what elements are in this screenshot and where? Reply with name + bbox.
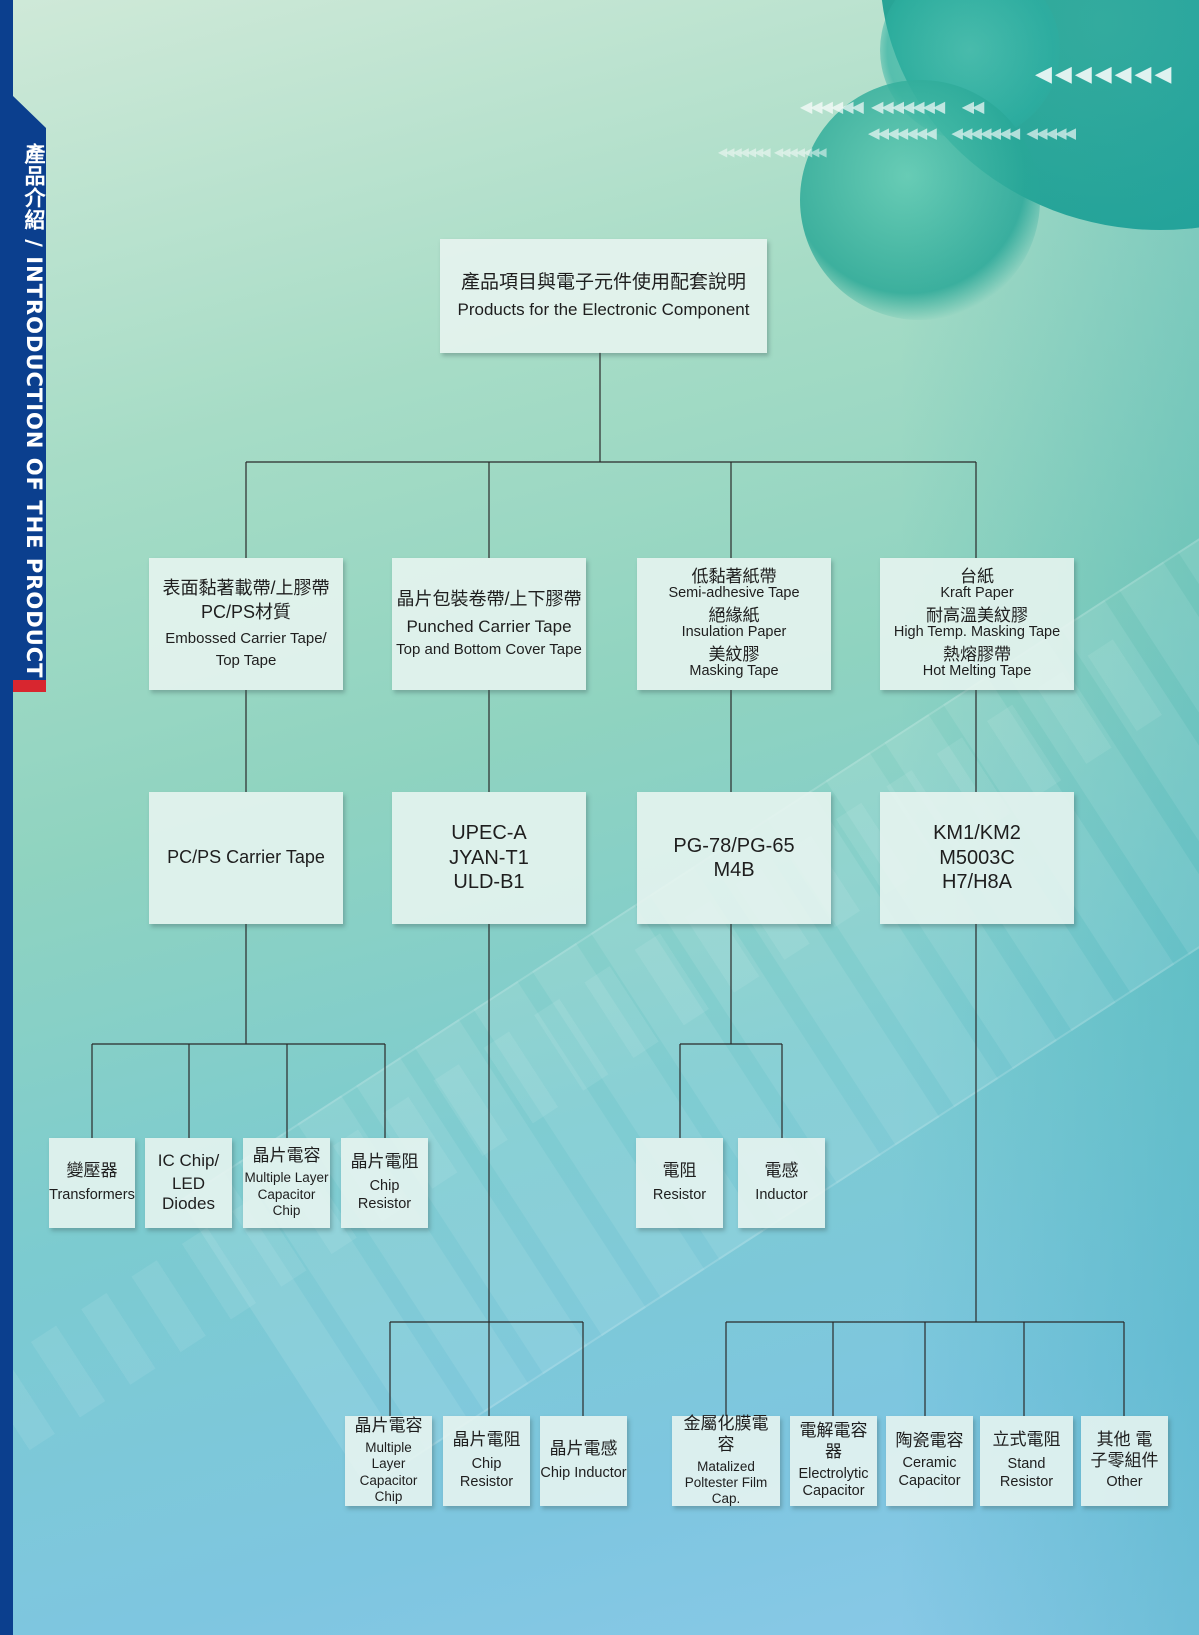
category-node-punched: 晶片包裝卷帶/上下膠帶 Punched Carrier Tape Top and…	[392, 558, 586, 690]
side-band	[0, 0, 13, 1635]
category-line: Kraft Paper	[940, 585, 1014, 602]
application-zh: 變壓器	[66, 1161, 118, 1181]
application-node: 晶片電阻 Chip Resistor	[443, 1416, 530, 1506]
application-zh: 電感	[764, 1161, 799, 1181]
application-en: Matalized Poltester Film Cap.	[684, 1458, 768, 1507]
application-en: Other	[1106, 1474, 1143, 1491]
model-node-km: KM1/KM2 M5003C H7/H8A	[880, 792, 1074, 924]
model-name: H7/H8A	[941, 871, 1013, 894]
application-node: 電解電容器 Electrolytic Capacitor	[790, 1416, 877, 1506]
application-node: 晶片電容 Multiple Layer Capacitor Chip	[345, 1416, 432, 1506]
application-node: 晶片電容 Multiple Layer Capacitor Chip	[243, 1138, 330, 1228]
application-zh: 晶片電阻	[452, 1430, 521, 1450]
application-en: Chip Resistor	[357, 1178, 412, 1212]
category-line: 台紙	[960, 566, 994, 586]
category-line: Embossed Carrier Tape/	[165, 629, 327, 647]
category-line: 美紋膠	[708, 645, 760, 664]
model-name: ULD-B1	[453, 871, 525, 894]
model-node-pg: PG-78/PG-65 M4B	[637, 792, 831, 924]
category-line: Hot Melting Tape	[922, 663, 1032, 680]
application-en: Multiple Layer Capacitor Chip	[244, 1170, 329, 1219]
side-accent	[13, 680, 46, 692]
application-node: 晶片電阻 Chip Resistor	[341, 1138, 428, 1228]
category-line: High Temp. Masking Tape	[893, 624, 1061, 641]
application-en: Electrolytic Capacitor	[798, 1465, 869, 1500]
application-node: 立式電阻 Stand Resistor	[980, 1416, 1073, 1506]
application-en: Resistor	[652, 1187, 707, 1204]
application-zh: 立式電阻	[992, 1430, 1061, 1450]
application-zh: 晶片電阻	[350, 1152, 419, 1172]
application-en: Ceramic Capacitor	[898, 1455, 961, 1489]
application-node: IC Chip/ LED Diodes	[145, 1138, 232, 1228]
model-name: JYAN-T1	[449, 846, 529, 869]
model-name: KM1/KM2	[933, 822, 1021, 845]
category-line: Insulation Paper	[681, 624, 787, 641]
section-title: 產品介紹 / INTRODUCTION OF THE PRODUCT	[22, 143, 46, 679]
category-line: 低黏著紙帶	[691, 566, 777, 586]
category-line: 熱熔膠帶	[943, 645, 1011, 664]
model-name: M5003C	[939, 846, 1015, 869]
model-name: PC/PS Carrier Tape	[167, 847, 325, 868]
application-node: 電感 Inductor	[738, 1138, 825, 1228]
application-en: Inductor	[755, 1187, 808, 1204]
model-node-pcps: PC/PS Carrier Tape	[149, 792, 343, 924]
application-en: LED Diodes	[162, 1173, 215, 1214]
application-en: Multiple Layer Capacitor Chip	[359, 1439, 418, 1505]
side-tab	[13, 96, 46, 692]
application-zh: 電解電容器	[799, 1421, 868, 1461]
category-node-semi-adhesive: 低黏著紙帶 Semi-adhesive Tape 絕緣紙 Insulation …	[637, 558, 831, 690]
application-zh: 電阻	[662, 1161, 697, 1181]
root-title-zh: 產品項目與電子元件使用配套說明	[460, 272, 746, 294]
category-line: Semi-adhesive Tape	[668, 585, 800, 602]
category-line: 表面黏著載帶/上膠帶	[162, 577, 330, 598]
category-line: Punched Carrier Tape	[406, 616, 572, 636]
application-en: Chip Inductor	[540, 1465, 627, 1482]
application-en: Transformers	[49, 1187, 135, 1204]
model-name: M4B	[713, 859, 755, 881]
application-zh: 陶瓷電容	[895, 1431, 964, 1451]
application-zh: 晶片電容	[354, 1416, 423, 1436]
application-zh: 其他 電子零組件	[1090, 1429, 1159, 1470]
category-node-kraft: 台紙 Kraft Paper 耐高溫美紋膠 High Temp. Masking…	[880, 558, 1074, 690]
category-line: 晶片包裝卷帶/上下膠帶	[396, 589, 582, 609]
application-zh: 金屬化膜電容	[683, 1414, 769, 1454]
root-title-en: Products for the Electronic Component	[457, 300, 750, 320]
category-line: Masking Tape	[689, 663, 779, 680]
root-node: 產品項目與電子元件使用配套說明 Products for the Electro…	[440, 239, 767, 353]
model-name: PG-78/PG-65	[673, 834, 795, 857]
application-node: 其他 電子零組件 Other	[1081, 1416, 1168, 1506]
application-zh: IC Chip/	[157, 1150, 220, 1170]
category-node-embossed: 表面黏著載帶/上膠帶 PC/PS材質 Embossed Carrier Tape…	[149, 558, 343, 690]
category-line: PC/PS材質	[200, 601, 292, 622]
category-line: 絕緣紙	[708, 605, 760, 625]
application-node: 變壓器 Transformers	[49, 1138, 135, 1228]
application-en: Stand Resistor	[999, 1456, 1054, 1490]
application-zh: 晶片電感	[549, 1439, 618, 1459]
application-node: 金屬化膜電容 Matalized Poltester Film Cap.	[672, 1414, 780, 1507]
category-line: Top and Bottom Cover Tape	[396, 640, 582, 658]
application-node: 晶片電感 Chip Inductor	[540, 1416, 627, 1506]
application-zh: 晶片電容	[252, 1146, 321, 1166]
category-line: 耐高溫美紋膠	[926, 605, 1028, 625]
category-line: Top Tape	[215, 651, 277, 669]
application-node: 陶瓷電容 Ceramic Capacitor	[886, 1416, 973, 1506]
application-en: Chip Resistor	[459, 1456, 514, 1490]
model-name: UPEC-A	[451, 822, 527, 845]
application-node: 電阻 Resistor	[636, 1138, 723, 1228]
model-node-upec: UPEC-A JYAN-T1 ULD-B1	[392, 792, 586, 924]
